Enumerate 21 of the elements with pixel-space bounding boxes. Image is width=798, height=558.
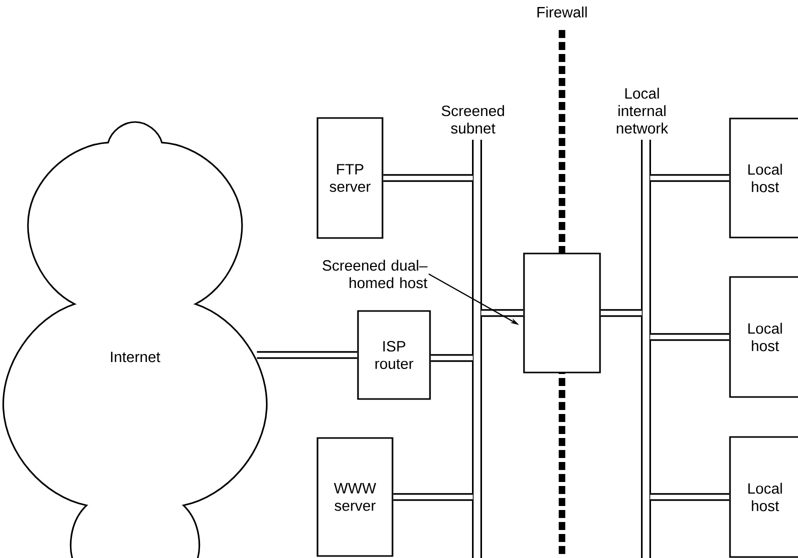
network-bus: Local internal network	[616, 88, 668, 558]
network-link	[430, 354, 473, 362]
network-link	[650, 493, 730, 501]
network-link	[383, 174, 473, 182]
device-box: Local host	[729, 436, 798, 558]
device-box: WWW server	[316, 437, 394, 557]
network-link	[600, 309, 642, 317]
network-bus: Screened subnet	[442, 105, 504, 558]
network-link	[650, 174, 730, 182]
cloud: Internet	[2, 121, 268, 558]
device-box: Local host	[729, 118, 798, 238]
device-box: ISP router	[357, 310, 431, 400]
host-box	[523, 252, 601, 374]
callout-text: Screened dual–homed host	[322, 260, 428, 288]
device-box: FTP server	[316, 117, 384, 239]
firewall-label: Firewall	[535, 6, 589, 18]
network-link	[393, 493, 473, 501]
network-link	[256, 351, 358, 359]
device-box: Local host	[729, 276, 798, 398]
network-link	[650, 333, 730, 341]
network-link	[481, 309, 524, 317]
